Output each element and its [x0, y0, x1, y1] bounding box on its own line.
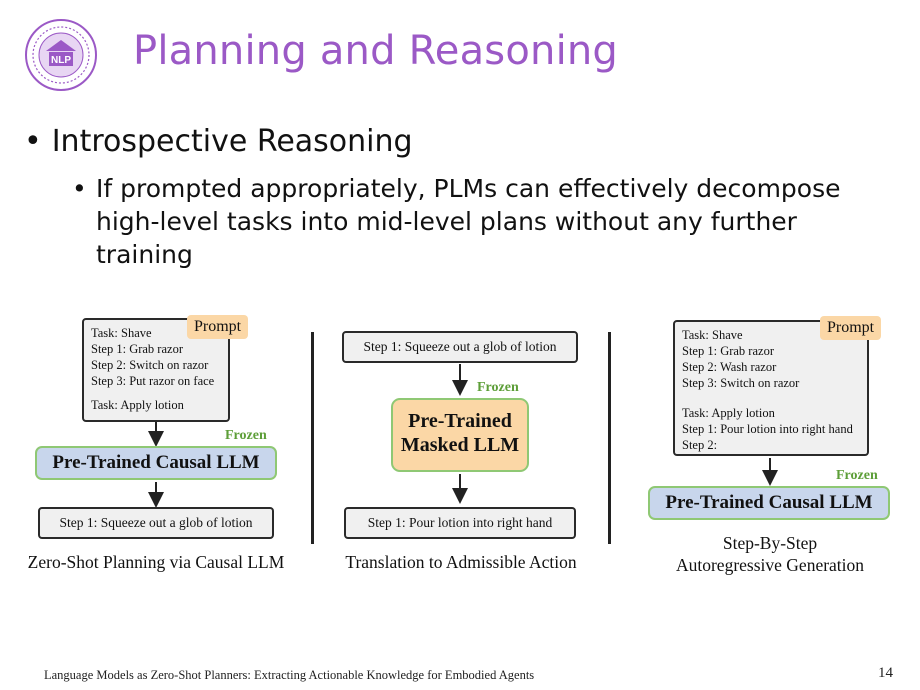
prompt-line: Task: Shave: [91, 326, 152, 340]
prompt-line: Step 3: Switch on razor: [682, 376, 800, 390]
right-prompt-box: Task: Shave Step 1: Grab razor Step 2: W…: [673, 320, 869, 456]
prompt-line: Task: Shave: [682, 328, 743, 342]
university-logo: NLP: [25, 19, 97, 91]
prompt-gap: [682, 391, 860, 405]
middle-output-box: Step 1: Pour lotion into right hand: [344, 507, 576, 539]
prompt-line: Step 1: Grab razor: [91, 342, 183, 356]
right-prompt-label: Prompt: [820, 316, 882, 340]
prompt-line: Step 2:: [682, 438, 718, 452]
divider-right: [608, 332, 611, 544]
right-causal-llm: Pre-Trained Causal LLM: [648, 486, 890, 520]
slide-title: Planning and Reasoning: [133, 28, 619, 74]
right-caption-line-2: Autoregressive Generation: [675, 555, 865, 575]
prompt-gap: [91, 389, 221, 397]
left-causal-llm: Pre-Trained Causal LLM: [35, 446, 277, 480]
divider-left: [311, 332, 314, 544]
bullet-dot-icon: •: [24, 124, 42, 159]
left-frozen-label: Frozen: [225, 428, 267, 443]
masked-llm-line-2: Masked LLM: [400, 434, 520, 456]
right-caption: Step-By-Step Autoregressive Generation: [650, 532, 890, 576]
prompt-line: Step 2: Switch on razor: [91, 358, 209, 372]
middle-masked-llm: Pre-Trained Masked LLM: [391, 398, 529, 472]
right-frozen-label: Frozen: [836, 468, 878, 483]
bullet-dot-icon: •: [72, 174, 87, 203]
prompt-line: Step 1: Pour lotion into right hand: [682, 422, 853, 436]
prompt-line: Task: Apply lotion: [682, 406, 775, 420]
masked-llm-line-1: Pre-Trained: [408, 410, 512, 432]
bullet-2-text: If prompted appropriately, PLMs can effe…: [96, 174, 841, 269]
prompt-line: Step 3: Put razor on face: [91, 374, 215, 388]
middle-input-box: Step 1: Squeeze out a glob of lotion: [342, 331, 578, 363]
page-number: 14: [878, 665, 893, 681]
middle-frozen-label: Frozen: [477, 380, 519, 395]
bullet-level-1: • Introspective Reasoning: [24, 124, 413, 159]
prompt-line: Step 1: Grab razor: [682, 344, 774, 358]
citation-footer: Language Models as Zero-Shot Planners: E…: [44, 668, 535, 682]
prompt-line: Task: Apply lotion: [91, 398, 184, 412]
left-caption: Zero-Shot Planning via Causal LLM: [27, 552, 285, 572]
right-caption-line-1: Step-By-Step: [722, 533, 818, 553]
middle-caption: Translation to Admissible Action: [345, 552, 577, 572]
left-output-box: Step 1: Squeeze out a glob of lotion: [38, 507, 274, 539]
bullet-level-2: • If prompted appropriately, PLMs can eff…: [72, 172, 872, 271]
bullet-1-text: Introspective Reasoning: [51, 124, 413, 159]
logo-text: NLP: [51, 55, 71, 66]
prompt-line: Step 2: Wash razor: [682, 360, 777, 374]
left-prompt-label: Prompt: [187, 315, 249, 339]
